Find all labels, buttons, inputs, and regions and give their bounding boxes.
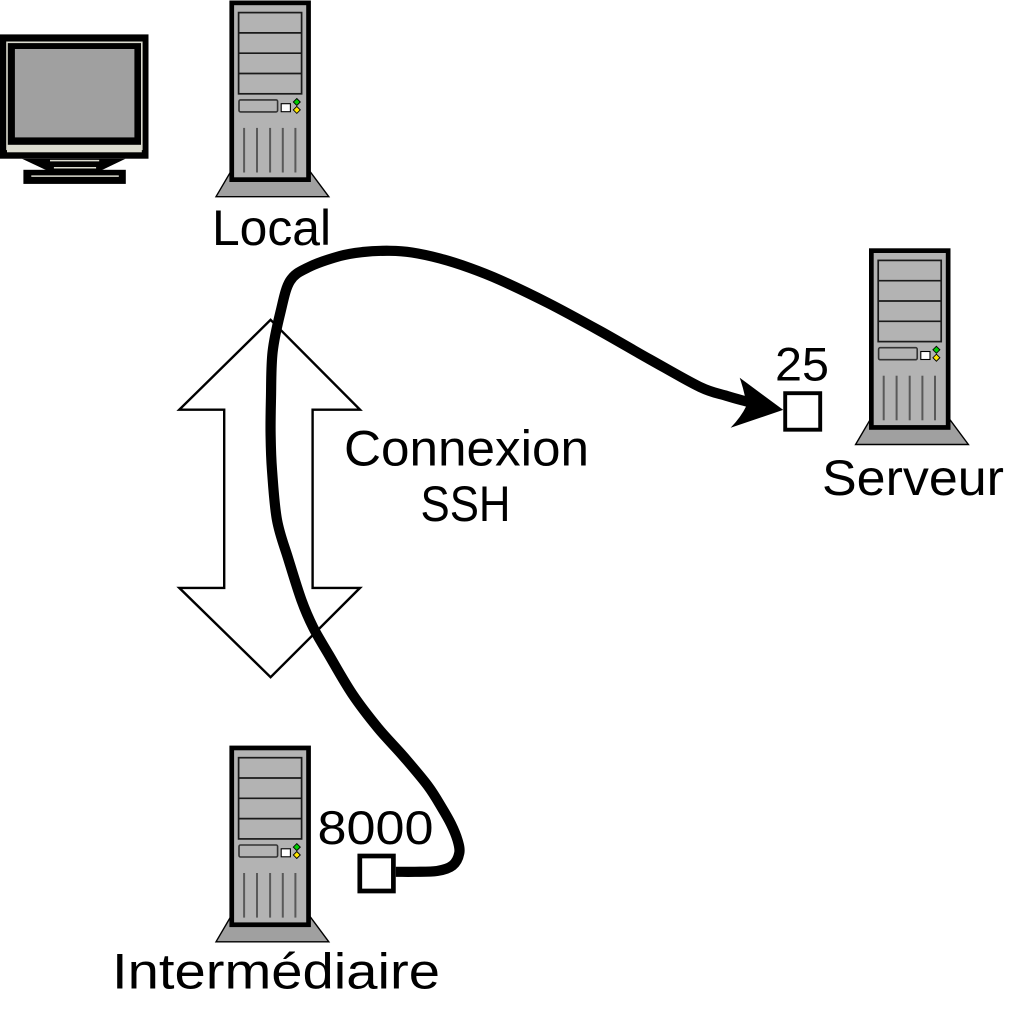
svg-text:SSH: SSH xyxy=(421,476,511,532)
svg-text:8000: 8000 xyxy=(318,801,434,854)
svg-text:Connexion: Connexion xyxy=(344,421,589,477)
svg-text:Intermédiaire: Intermédiaire xyxy=(112,944,440,1000)
svg-text:Serveur: Serveur xyxy=(822,450,1004,506)
svg-text:Local: Local xyxy=(212,200,331,256)
svg-text:25: 25 xyxy=(775,338,829,391)
